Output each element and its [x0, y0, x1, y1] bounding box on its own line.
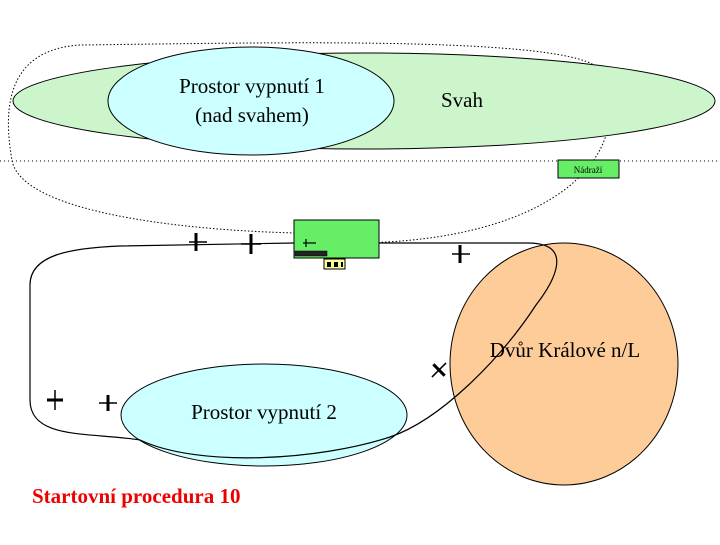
aircraft-icon-6	[431, 362, 447, 378]
aircraft-icon-1	[189, 233, 207, 251]
aircraft-icon-4	[47, 390, 63, 410]
shutdown-zone-2	[120, 363, 408, 467]
shutdown-zone-1-label: Prostor vypnutí 1	[179, 74, 325, 98]
aircraft-icon-2	[241, 234, 261, 254]
procedure-title: Startovní procedura 10	[32, 484, 241, 508]
shutdown-zone-2-label: Prostor vypnutí 2	[191, 400, 337, 424]
station-box	[557, 159, 620, 179]
dotted-route	[7, 42, 611, 244]
shutdown-zone-1	[107, 46, 395, 156]
shutdown-zone-1-sublabel: (nad svahem)	[195, 103, 309, 127]
town-area	[449, 242, 679, 486]
circuit-route	[29, 242, 558, 459]
runway-strip	[294, 250, 328, 257]
station-label: Nádraží	[574, 165, 603, 175]
airfield-aircraft-icon	[303, 239, 316, 247]
town-label: Dvůr Králové n/L	[490, 338, 640, 362]
tower-icon	[323, 258, 346, 270]
aircraft-icon-5	[99, 395, 117, 411]
slope-label: Svah	[441, 88, 484, 112]
aircraft-icon-3	[452, 245, 470, 263]
